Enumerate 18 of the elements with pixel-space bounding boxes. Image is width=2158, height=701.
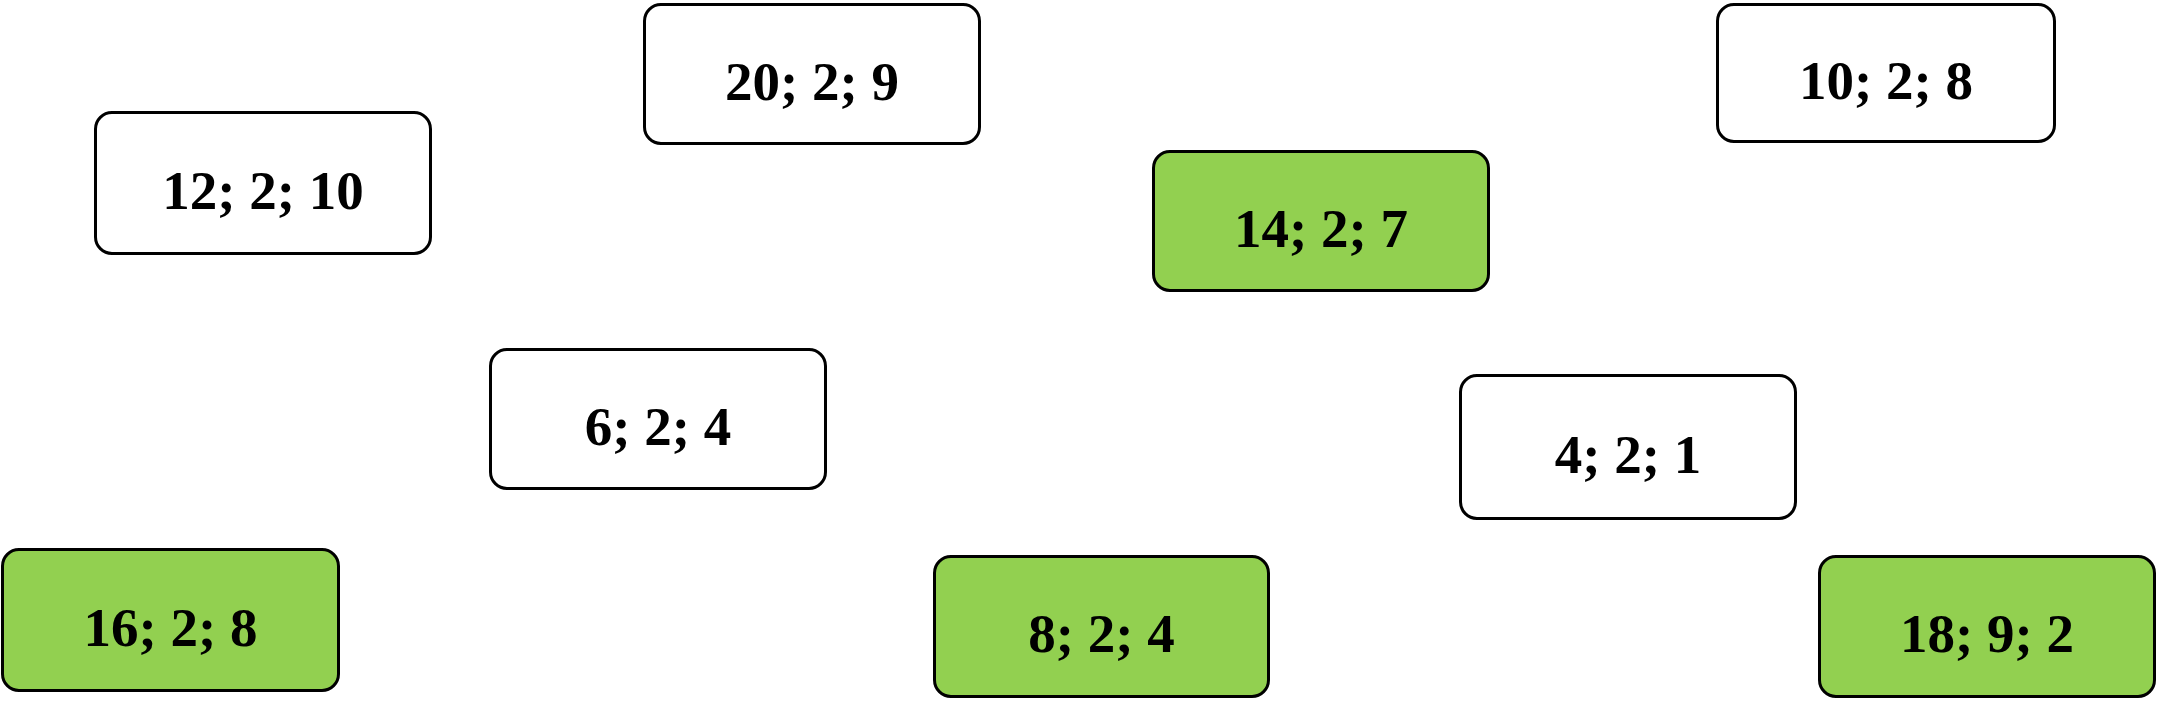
value-text: 16; 2; 8 [83,595,258,659]
value-text: 8; 2; 4 [1028,602,1175,665]
value-box [1716,3,2056,143]
value-text: 12; 2; 10 [162,158,364,222]
value-text: 14; 2; 7 [1233,196,1409,260]
value-text: 20; 2; 9 [724,49,900,113]
value-box [94,111,432,255]
value-box [489,348,827,490]
highlighted-box [1152,150,1490,292]
value-box [643,3,981,145]
highlighted-box [1,548,340,692]
value-box [1459,374,1797,520]
value-text: 4; 2; 1 [1554,422,1702,486]
value-text: 10; 2; 8 [1798,48,1974,112]
highlighted-box [1818,555,2156,698]
highlighted-box [933,555,1270,698]
value-text: 6; 2; 4 [584,394,732,458]
value-text: 18; 9; 2 [1899,602,2075,665]
